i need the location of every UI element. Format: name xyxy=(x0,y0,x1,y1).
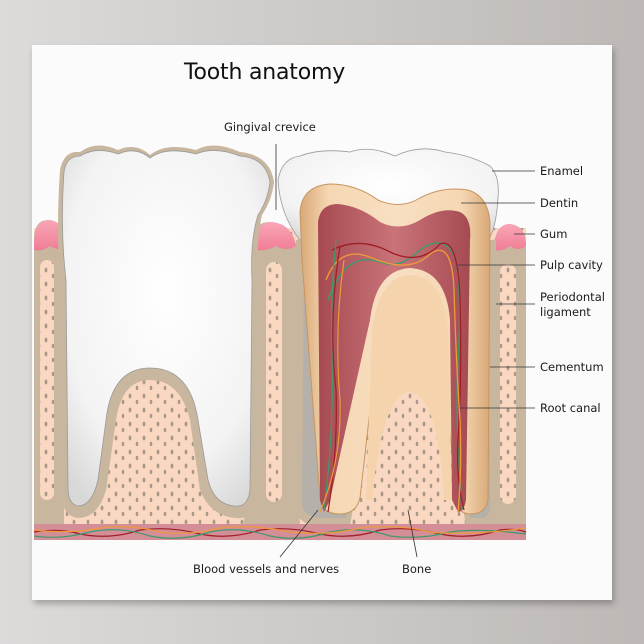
label-periodontal-line2: ligament xyxy=(540,305,591,319)
poster-title: Tooth anatomy xyxy=(184,60,346,85)
label-pulp-cavity: Pulp cavity xyxy=(540,258,603,272)
label-blood-vessels-nerves: Blood vessels and nerves xyxy=(193,562,340,576)
label-gum: Gum xyxy=(540,227,568,241)
label-bone: Bone xyxy=(402,562,432,576)
label-dentin: Dentin xyxy=(540,196,579,210)
label-periodontal-line1: Periodontal xyxy=(540,290,605,304)
leader-lines xyxy=(275,144,535,558)
label-cementum: Cementum xyxy=(540,360,604,374)
blood-vessel-strip xyxy=(33,524,527,540)
label-enamel: Enamel xyxy=(540,164,584,178)
label-root-canal: Root canal xyxy=(540,401,601,415)
label-gingival-crevice: Gingival crevice xyxy=(224,120,316,134)
sectioned-tooth xyxy=(277,148,499,526)
gum-columns xyxy=(34,220,526,528)
whole-tooth xyxy=(58,145,274,519)
label-periodontal-ligament: Periodontal ligament xyxy=(540,290,605,320)
